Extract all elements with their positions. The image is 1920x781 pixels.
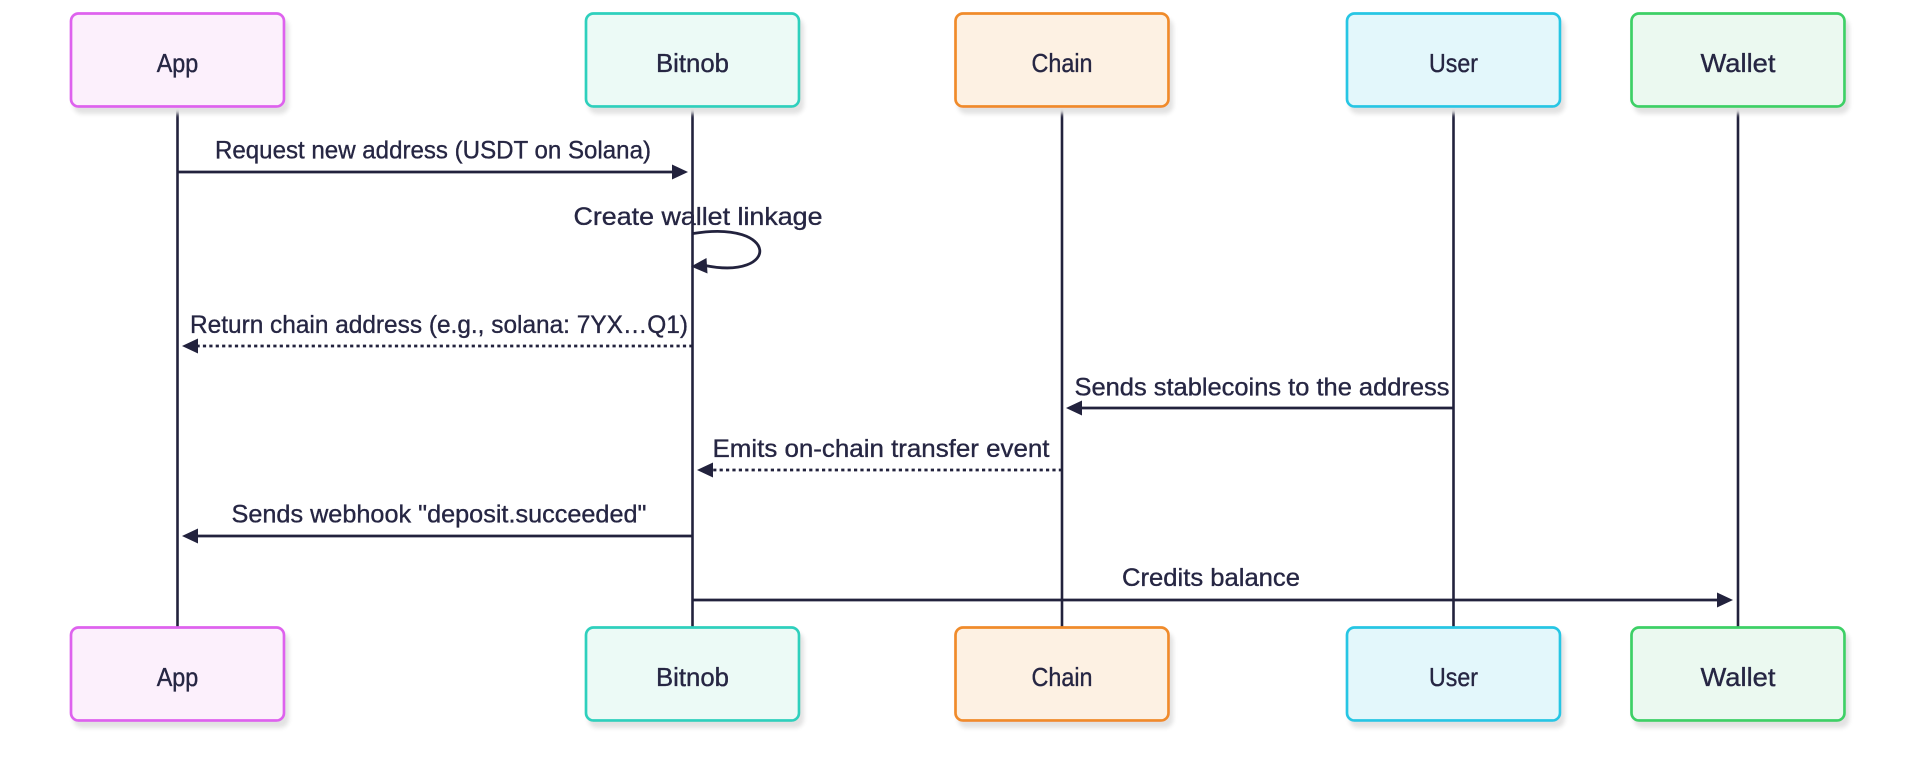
svg-text:Wallet: Wallet — [1701, 662, 1777, 692]
svg-text:Chain: Chain — [1032, 662, 1093, 692]
svg-text:Credits balance: Credits balance — [1122, 564, 1300, 592]
svg-text:App: App — [157, 48, 199, 78]
svg-text:User: User — [1429, 662, 1478, 692]
svg-text:Bitnob: Bitnob — [656, 662, 729, 692]
svg-text:Bitnob: Bitnob — [656, 48, 729, 78]
svg-text:Return chain address (e.g., so: Return chain address (e.g., solana: 7YX…… — [190, 311, 688, 339]
svg-text:App: App — [157, 662, 199, 692]
svg-text:Sends webhook "deposit.succeed: Sends webhook "deposit.succeeded" — [232, 501, 647, 529]
svg-text:User: User — [1429, 48, 1478, 78]
svg-text:Wallet: Wallet — [1701, 48, 1777, 78]
svg-text:Emits on-chain transfer event: Emits on-chain transfer event — [713, 435, 1050, 463]
svg-text:Sends stablecoins to the addre: Sends stablecoins to the address — [1075, 374, 1450, 402]
svg-text:Create wallet linkage: Create wallet linkage — [574, 203, 823, 231]
svg-text:Chain: Chain — [1032, 48, 1093, 78]
svg-text:Request new address (USDT on S: Request new address (USDT on Solana) — [215, 137, 651, 165]
